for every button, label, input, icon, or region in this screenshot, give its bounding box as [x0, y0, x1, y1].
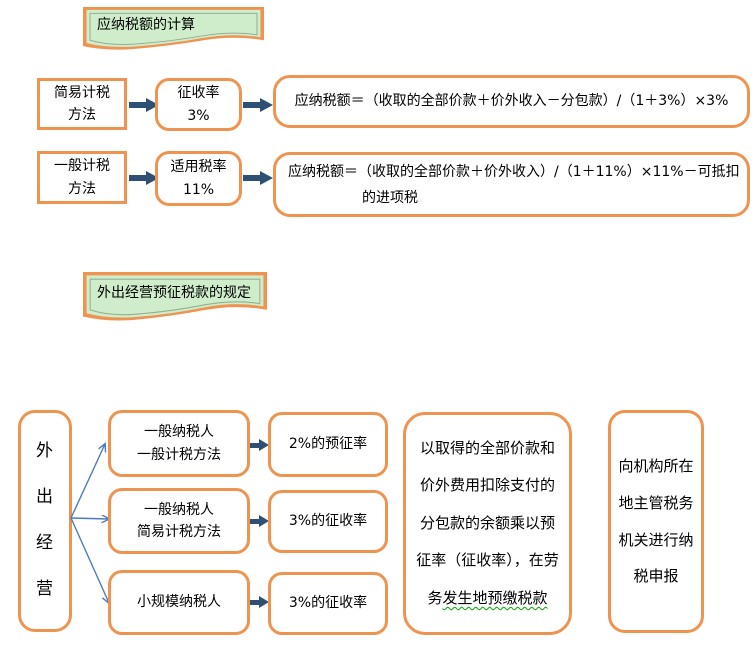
arrow-bar [129, 175, 146, 181]
branch-arrows-icon [70, 435, 116, 615]
arrow-bar [250, 518, 259, 524]
method-box-simple-label: 简易计税 方法 [54, 84, 110, 123]
prepay-rate-label: 2%的预征率 [288, 436, 368, 453]
prepay-rate-box-3pct-b: 3%的征收率 [268, 572, 388, 635]
arrow-head [260, 171, 273, 185]
formula-box-simple: 应纳税额＝（收取的全部价款＋价外收入－分包款）/（1＋3%）×3% [273, 75, 750, 128]
outbound-operation-label: 外 出 经 营 [36, 441, 54, 599]
banner-title: 应纳税额的计算 [97, 17, 195, 33]
method-box-general-label: 一般计税 方法 [54, 158, 110, 197]
arrow-head [259, 439, 269, 451]
flow-arrow-icon [243, 171, 273, 185]
formula-box-general: 应纳税额＝（收取的全部价款＋价外收入）/（1＋11%）×11%－可抵扣 的进项税 [273, 152, 750, 217]
flow-arrow-icon [250, 439, 269, 451]
taxpayer-box-general-simple: 一般纳税人 简易计税方法 [108, 488, 250, 554]
prepay-rate-label: 3%的征收率 [288, 595, 368, 612]
flow-arrow-icon [250, 596, 269, 608]
filing-note-box: 向机构所在 地主管税务 机关进行纳 税申报 [608, 410, 704, 633]
arrow-head [260, 98, 273, 112]
taxpayer-box-general-general: 一般纳税人 一般计税方法 [108, 410, 250, 477]
prepay-rate-box-2pct: 2%的预征率 [268, 412, 388, 477]
outbound-operation-box: 外 出 经 营 [18, 410, 72, 632]
prepay-rate-label: 3%的征收率 [288, 513, 368, 530]
arrow-bar [250, 442, 259, 448]
taxpayer-box-label: 一般纳税人 简易计税方法 [137, 501, 221, 540]
prepay-base-note-body: 以取得的全部价款和 价外费用扣除支付的 分包款的余额乘以预 征率（征收率），在劳… [416, 438, 559, 607]
rate-box-levy-3: 征收率 3% [155, 78, 242, 131]
formula-general-line1: 应纳税额＝（收取的全部价款＋价外收入）/（1＋11%）×11%－可抵扣 [288, 163, 740, 180]
prepay-base-note-underlined: 发生地预缴税款 [442, 588, 548, 607]
banner-tax-calculation: 应纳税额的计算 [83, 7, 264, 50]
formula-simple-text: 应纳税额＝（收取的全部价款＋价外收入－分包款）/（1＋3%）×3% [294, 93, 729, 110]
taxpayer-box-label: 小规模纳税人 [137, 594, 221, 611]
prepay-base-note-box: 以取得的全部价款和 价外费用扣除支付的 分包款的余额乘以预 征率（征收率），在劳… [403, 412, 572, 635]
taxpayer-box-small-scale: 小规模纳税人 [108, 570, 250, 635]
arrow-bar [243, 175, 260, 181]
rate-box-applicable-11: 适用税率 11% [155, 151, 242, 206]
flow-arrow-icon [250, 515, 269, 527]
prepay-rate-box-3pct-a: 3%的征收率 [268, 490, 388, 553]
arrow-head [259, 596, 269, 608]
banner-title: 外出经营预征税款的规定 [97, 285, 251, 301]
prepay-base-note-text: 以取得的全部价款和 价外费用扣除支付的 分包款的余额乘以预 征率（征收率），在劳… [416, 430, 559, 618]
method-box-simple: 简易计税 方法 [37, 78, 127, 130]
formula-general-text: 应纳税额＝（收取的全部价款＋价外收入）/（1＋11%）×11%－可抵扣 的进项税 [276, 159, 747, 211]
formula-general-line2: 的进项税 [362, 189, 418, 206]
arrow-bar [243, 102, 260, 108]
arrow-head [259, 515, 269, 527]
arrow-bar [129, 102, 146, 108]
filing-note-text: 向机构所在 地主管税务 机关进行纳 税申报 [618, 457, 694, 586]
wave-banner-shape [83, 272, 267, 321]
rate-box-levy-3-label: 征收率 3% [177, 85, 220, 124]
wave-banner-shape [83, 7, 264, 50]
banner-prepaid-tax-rules: 外出经营预征税款的规定 [83, 272, 267, 321]
method-box-general: 一般计税 方法 [37, 151, 127, 204]
arrow-bar [250, 599, 259, 605]
flow-arrow-icon [243, 98, 273, 112]
rate-box-applicable-11-label: 适用税率 11% [170, 159, 227, 198]
taxpayer-box-label: 一般纳税人 一般计税方法 [137, 424, 221, 463]
